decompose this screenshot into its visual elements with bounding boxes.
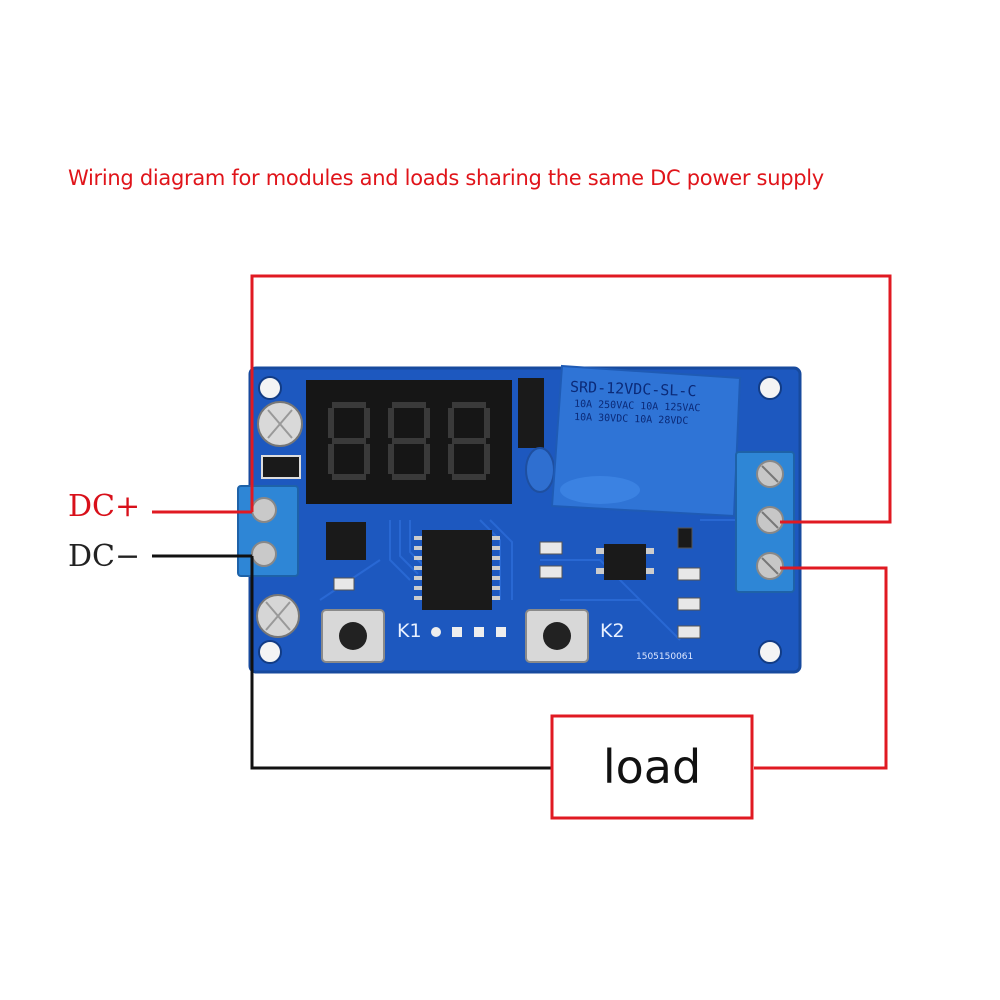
diode-icon: [261, 455, 301, 479]
mount-hole-icon: [758, 640, 782, 664]
dc-minus-label: DC−: [68, 539, 141, 574]
k2-label: K2: [600, 620, 625, 642]
transistor-icon: [518, 378, 544, 448]
microcontroller-chip-icon: [414, 530, 500, 610]
smd-components: [333, 527, 701, 639]
k1-button[interactable]: [321, 609, 385, 663]
relay-icon: [550, 364, 742, 518]
regulator-chip-icon: [326, 522, 366, 560]
load-label: load: [602, 740, 702, 794]
mount-hole-icon: [258, 376, 282, 400]
output-terminal-block: [735, 451, 795, 593]
ceramic-capacitor-icon: [525, 447, 555, 493]
mount-hole-icon: [758, 376, 782, 400]
capacitor-bottom-icon: [256, 594, 300, 638]
dc-plus-label: DC+: [68, 489, 141, 524]
optocoupler-chip-icon: [596, 544, 654, 580]
load-box: [550, 714, 754, 820]
wire-positive-loop: [250, 274, 892, 524]
k2-button[interactable]: [525, 609, 589, 663]
capacitor-top-icon: [257, 401, 303, 447]
board-serial: 1505150061: [636, 652, 694, 662]
wire-relay-to-load: [754, 566, 888, 770]
power-terminal-block: [237, 485, 299, 577]
k1-label: K1: [397, 620, 422, 642]
header-pads: [431, 627, 506, 637]
mount-hole-icon: [258, 640, 282, 664]
seven-segment-display: [306, 380, 512, 504]
wire-negative-to-load: [250, 556, 552, 770]
diagram-title: Wiring diagram for modules and loads sha…: [68, 166, 824, 190]
